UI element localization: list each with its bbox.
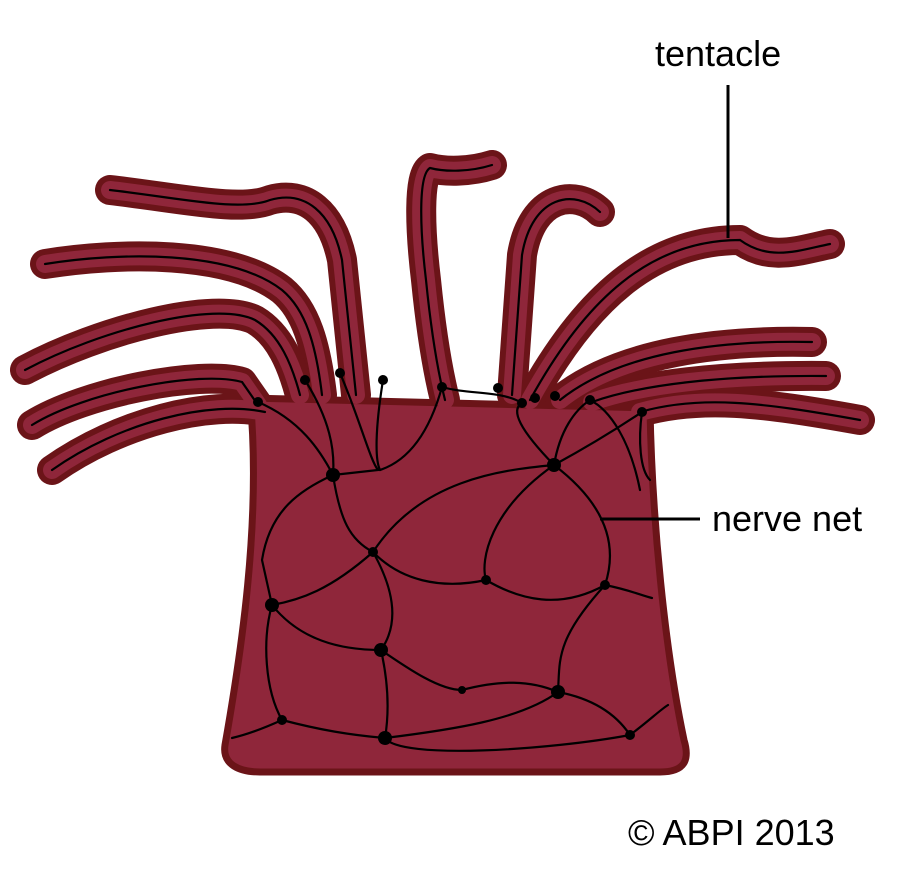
nerve-cell-body <box>277 715 287 725</box>
tentacle-nerve <box>23 312 302 397</box>
nerve-cell-body <box>547 458 561 472</box>
tentacle-nerve <box>50 407 267 472</box>
nerve-fiber <box>379 648 464 692</box>
nerve-fiber <box>460 681 560 694</box>
nerve-cell-body <box>550 391 560 401</box>
nerve-fiber <box>270 603 383 652</box>
nerve-fiber <box>603 583 654 600</box>
nerve-fiber <box>260 473 335 607</box>
nerve-cell-body <box>585 395 595 405</box>
nerve-fiber <box>483 463 556 582</box>
nerve-cell-body <box>374 643 388 657</box>
nerve-fiber <box>556 583 607 694</box>
copyright-text: © ABPI 2013 <box>628 812 835 853</box>
nerve-cell-body <box>437 382 447 392</box>
nerve-fiber <box>628 703 670 737</box>
tentacle-nerve <box>590 374 828 404</box>
tentacle-nerve <box>528 238 832 402</box>
nerve-fiber <box>256 400 335 477</box>
nerve-cell-body <box>378 731 392 745</box>
nerve-cell-body <box>517 398 527 408</box>
nerve-fiber <box>440 385 524 405</box>
nerve-fiber <box>375 378 385 472</box>
tentacle-nerve <box>420 163 494 402</box>
nerve-cell-body <box>551 685 565 699</box>
nerve-fiber <box>371 550 394 652</box>
nerve-fiber <box>331 371 381 477</box>
tentacle-nerve <box>510 198 602 397</box>
nerve-fiber <box>556 690 632 737</box>
nerve-fiber <box>588 398 642 492</box>
tentacle-nerve <box>108 188 358 397</box>
nerve-cell-body <box>481 575 491 585</box>
nerve-cell-body <box>300 375 310 385</box>
nerve-cell-body <box>335 368 345 378</box>
nerve-fiber <box>371 463 556 554</box>
body <box>221 394 690 776</box>
nerve-fiber <box>383 733 632 752</box>
nerve-fiber <box>265 603 284 722</box>
nerve-cell-body <box>493 383 503 393</box>
nerve-fiber <box>484 578 607 601</box>
nerve-fiber <box>270 550 375 607</box>
nerve-cell-body <box>253 397 263 407</box>
nerve-fiber <box>552 410 644 467</box>
nerve-cell-body <box>458 686 466 694</box>
nerve-fiber <box>303 378 335 477</box>
nerve-fiber <box>230 718 284 740</box>
nerve-fiber <box>552 463 612 587</box>
nerve-fiber <box>371 550 488 585</box>
nerve-cell-body <box>326 468 340 482</box>
nerve-cell-body <box>378 375 388 385</box>
nerve-fiber <box>552 398 592 467</box>
nerve-net <box>23 163 862 752</box>
nerve-fiber <box>383 690 560 740</box>
tentacle-nerve <box>30 377 260 427</box>
nerve-fiber <box>280 718 387 740</box>
nerve-cell-body <box>368 547 378 557</box>
nerve-cell-body <box>637 407 647 417</box>
nerve-cell-body <box>600 580 610 590</box>
tentacle-nerve <box>638 401 862 422</box>
nerve-fiber <box>331 473 375 554</box>
nerve-fiber <box>638 410 652 482</box>
nerve-fiber <box>378 385 444 472</box>
nerve-cell-body <box>625 730 635 740</box>
tentacle-label: tentacle <box>655 33 782 74</box>
nerve-net-label: nerve net <box>712 498 863 539</box>
tentacle-nerve <box>43 255 324 397</box>
tentacle-nerve <box>558 340 814 402</box>
nerve-cell-body <box>265 598 279 612</box>
nerve-cell-body <box>530 393 540 403</box>
